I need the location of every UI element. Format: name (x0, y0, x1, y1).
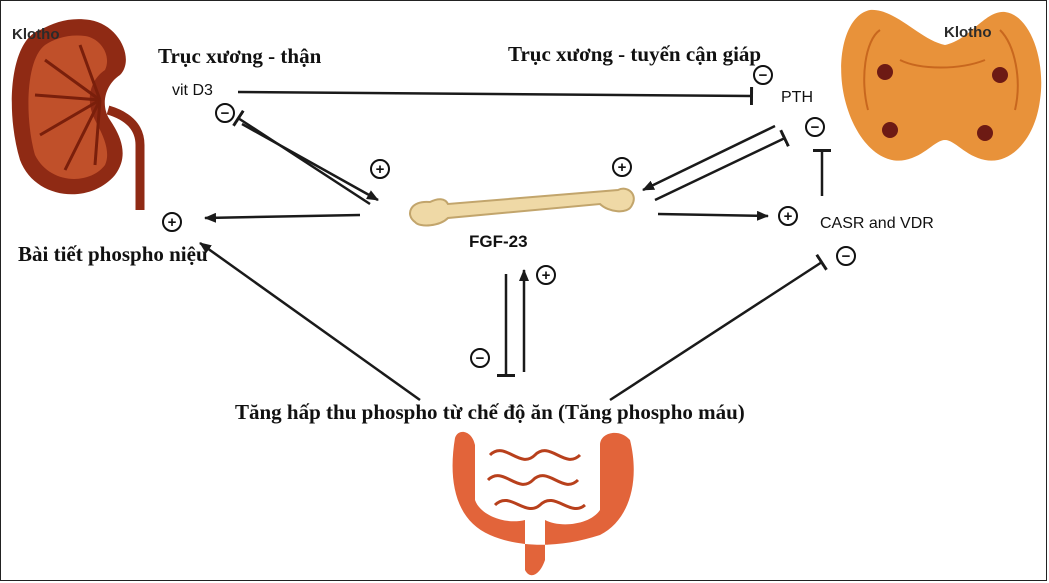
svg-text:+: + (168, 214, 177, 231)
plus-sign: + (163, 213, 181, 231)
vitd3-inhibits-pth (238, 92, 752, 96)
pth-stimulates-fgf23 (643, 126, 775, 190)
parathyroid-axis-title: Trục xương - tuyến cận giáp (508, 42, 761, 67)
intestine-illustration (453, 432, 634, 575)
minus-sign: − (216, 104, 234, 122)
fgf23-stimulates-excretion (205, 215, 360, 218)
svg-text:−: − (811, 119, 820, 136)
vit-d3-label: vit D3 (172, 82, 213, 100)
minus-sign: − (837, 247, 855, 265)
parathyroid-gland (882, 122, 898, 138)
bone-illustration (410, 189, 634, 226)
minus-sign: − (754, 66, 772, 84)
minus-sign: − (806, 118, 824, 136)
dietary-absorption-label: Tăng hấp thu phospho từ chế độ ăn (Tăng … (235, 400, 745, 425)
diet-to-excretion (200, 243, 420, 400)
parathyroid-gland (992, 67, 1008, 83)
svg-text:−: − (221, 105, 230, 122)
kidney-illustration (12, 19, 140, 210)
kidney-axis-title: Trục xương - thận (158, 44, 321, 69)
plus-sign: + (779, 207, 797, 225)
plus-sign: + (371, 160, 389, 178)
vitd3-stimulates-fgf23 (242, 124, 378, 200)
svg-text:+: + (542, 267, 551, 284)
plus-sign: + (613, 158, 631, 176)
svg-text:+: + (618, 159, 627, 176)
thyroid-illustration (841, 10, 1041, 161)
diet-inhibits-casr (610, 262, 822, 400)
svg-text:−: − (476, 350, 485, 367)
klotho-label-right: Klotho (944, 24, 991, 41)
plus-sign: + (537, 266, 555, 284)
minus-sign: − (471, 349, 489, 367)
svg-text:+: + (376, 161, 385, 178)
fgf23-to-casr (658, 214, 768, 216)
phosphate-excretion-label: Bài tiết phospho niệu (18, 242, 208, 267)
pth-label: PTH (781, 89, 813, 107)
fgf23-inhibits-vitd3 (238, 118, 370, 204)
fgf23-inhibits-pth (655, 138, 785, 200)
fgf23-label: FGF-23 (469, 232, 528, 252)
svg-text:+: + (784, 208, 793, 225)
casr-vdr-label: CASR and VDR (820, 215, 934, 233)
klotho-label-left: Klotho (12, 26, 59, 43)
svg-text:−: − (759, 67, 768, 84)
parathyroid-gland (977, 125, 993, 141)
parathyroid-gland (877, 64, 893, 80)
svg-text:−: − (842, 248, 851, 265)
